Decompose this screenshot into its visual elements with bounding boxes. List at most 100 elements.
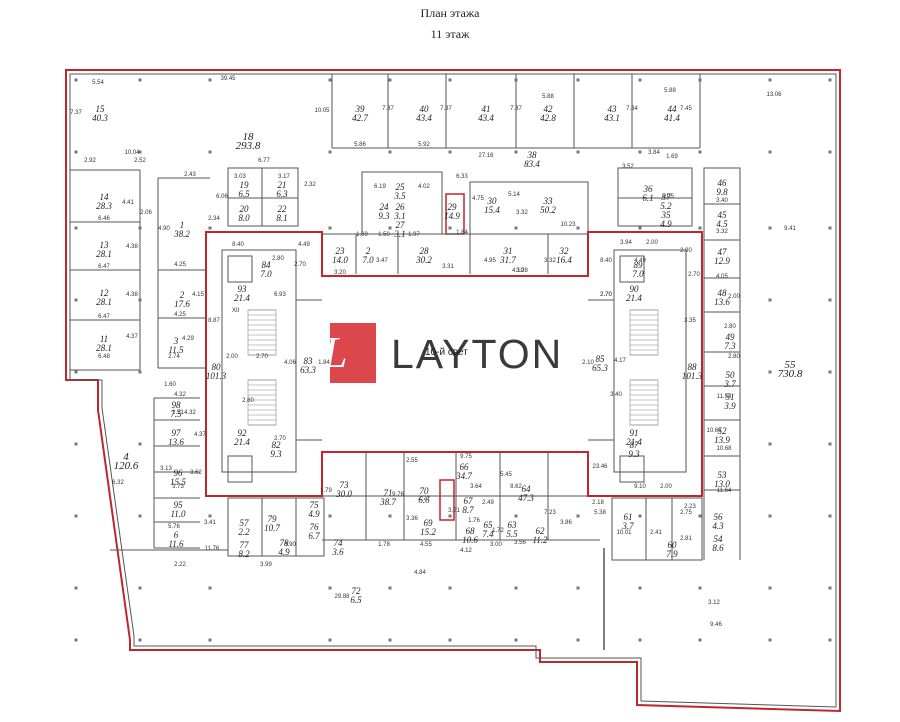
column-marker: [514, 78, 518, 82]
column-marker: [138, 442, 142, 446]
dimension-label: 3.94: [620, 240, 632, 246]
room-number: 36: [643, 184, 654, 194]
dimension-label: 4.02: [418, 184, 430, 190]
column-marker: [768, 298, 772, 302]
room-label: 766.7: [308, 522, 320, 541]
column-marker: [698, 226, 702, 230]
column-marker: [138, 298, 142, 302]
dimension-label: 2.32: [304, 182, 316, 188]
room-label: 273.1: [393, 220, 405, 239]
dimension-label: 2.80: [728, 354, 740, 360]
room-number: 92: [238, 428, 248, 438]
dimension-label: 10.68: [716, 446, 732, 452]
column-marker: [328, 78, 332, 82]
room-label: 208.0: [238, 204, 250, 223]
room-area: 4.9: [660, 219, 672, 229]
column-marker: [576, 78, 580, 82]
room-area: 4.5: [716, 219, 728, 229]
room-area: 12.9: [714, 256, 730, 266]
room-number: 24: [380, 202, 390, 212]
room-number: 14: [100, 192, 110, 202]
light-well-label: 10-й свет: [425, 347, 468, 358]
stair-icon: [247, 309, 277, 356]
room-number: 71: [384, 488, 393, 498]
dimension-label: 2.00: [660, 484, 672, 490]
room-area: 8.6: [712, 543, 724, 553]
dimension-label: 2.70: [294, 262, 306, 268]
column-marker: [448, 226, 452, 230]
room-number: 55: [785, 359, 797, 371]
column-marker: [138, 78, 142, 82]
column-marker: [388, 226, 392, 230]
room-area: 15.2: [420, 527, 436, 537]
dimension-label: 6.05: [662, 194, 674, 200]
room-number: 83: [304, 356, 314, 366]
room-area: 3.1: [393, 229, 405, 239]
room-area: 6.7: [308, 531, 320, 541]
room-label: 375.2: [660, 192, 672, 211]
dimension-label: 6.77: [258, 158, 270, 164]
room-number: 93: [238, 284, 248, 294]
dimension-label: 10.01: [616, 530, 632, 536]
column-marker: [448, 586, 452, 590]
column-marker: [828, 586, 832, 590]
dimension-label: 5.88: [664, 88, 676, 94]
dimension-label: 3.03: [234, 174, 246, 180]
dimension-label: 6.93: [274, 292, 286, 298]
room-area: 9.8: [716, 187, 728, 197]
column-marker: [698, 78, 702, 82]
column-marker: [208, 586, 212, 590]
room-number: 28: [420, 246, 430, 256]
plan-title: План этажа: [420, 6, 480, 20]
room-label: 847.0: [260, 260, 272, 279]
room-area: 9.3: [270, 449, 282, 459]
room-area: 3.1: [393, 211, 405, 221]
column-marker: [208, 638, 212, 642]
dimension-label: 8.40: [600, 258, 612, 264]
room-number: 19: [240, 180, 250, 190]
room-number: 57: [240, 518, 250, 528]
room-number: 1: [180, 220, 185, 230]
room-label: 829.3: [270, 440, 282, 459]
room-number: 41: [482, 104, 491, 114]
dimension-label: 2.55: [406, 458, 418, 464]
room-area: 5.5: [506, 529, 518, 539]
dimension-label: 4.29: [182, 336, 194, 342]
room-number: 68: [466, 526, 476, 536]
room-number: 50: [726, 370, 736, 380]
room-label: 726.5: [350, 586, 362, 605]
room-area: 7.0: [362, 255, 374, 265]
room-number: 44: [668, 104, 678, 114]
dimension-label: 4.32: [184, 410, 196, 416]
room-label: 228.1: [276, 204, 287, 223]
room-label: 778.2: [238, 540, 250, 559]
room-number: 90: [630, 284, 640, 294]
room-area: 7.5: [170, 409, 182, 419]
room-number: 67: [464, 496, 474, 506]
dimension-label: 2.00: [646, 240, 658, 246]
dimension-label: 9.41: [784, 226, 796, 232]
dimension-label: 2.43: [184, 172, 196, 178]
room-area: 21.4: [234, 437, 250, 447]
column-marker: [576, 638, 580, 642]
dimension-label: 1.76: [468, 518, 480, 524]
dimension-label: 4.49: [634, 258, 646, 264]
dimension-label: 4.75: [472, 196, 484, 202]
room-number: 63: [508, 520, 518, 530]
dimension-label: 2.34: [208, 216, 220, 222]
column-marker: [828, 442, 832, 446]
room-area: 293.8: [236, 140, 261, 152]
dimension-label: 6.48: [98, 354, 110, 360]
room-number: 37: [661, 192, 672, 202]
dimension-label: 3.13: [160, 466, 172, 472]
room-number: 18: [243, 131, 255, 143]
room-area: 13.0: [714, 479, 730, 489]
column-marker: [138, 226, 142, 230]
dimension-label: 3.40: [716, 198, 728, 204]
